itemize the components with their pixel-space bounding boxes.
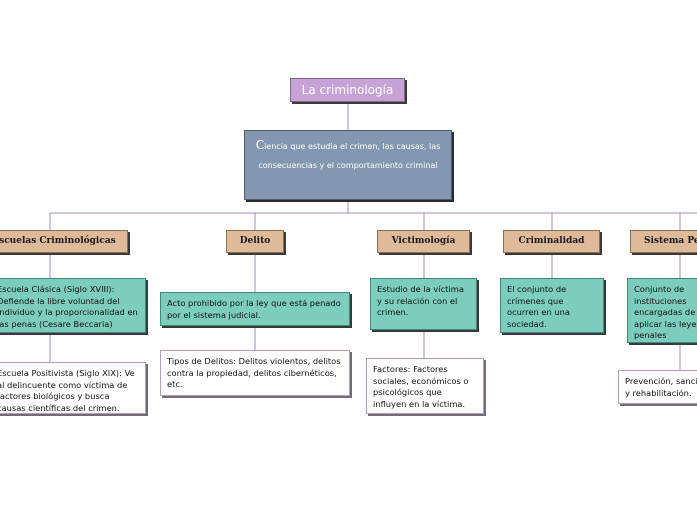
root-definition[interactable]: Ciencia que estudia el crimen, las causa… <box>244 130 452 200</box>
branch-sistema-penal[interactable]: Sistema Penal <box>630 230 697 253</box>
root-text: iencia que estudia el crimen, las causas… <box>258 142 441 170</box>
detail-sistema-penal[interactable]: Conjunto de instituciones encargadas de … <box>627 278 697 343</box>
central-title[interactable]: La criminología <box>290 78 405 102</box>
root-first-letter: C <box>255 138 265 152</box>
branch-escuelas[interactable]: Escuelas Criminológicas <box>0 230 128 253</box>
note-escuelas[interactable]: Escuela Positivista (Siglo XIX): Ve al d… <box>0 362 146 414</box>
branch-victimologia[interactable]: Victimología <box>377 230 470 253</box>
branch-delito[interactable]: Delito <box>226 230 284 253</box>
note-delito[interactable]: Tipos de Delitos: Delitos violentos, del… <box>160 350 350 396</box>
note-victimologia[interactable]: Factores: Factores sociales, económicos … <box>366 358 484 414</box>
note-sistema-penal[interactable]: Prevención, sanción y rehabilitación. <box>618 370 697 404</box>
detail-victimologia[interactable]: Estudio de la víctima y su relación con … <box>370 278 477 330</box>
branch-criminalidad[interactable]: Criminalidad <box>503 230 600 253</box>
detail-escuelas[interactable]: Escuela Clásica (Siglo XVIII): Defiende … <box>0 278 146 333</box>
detail-criminalidad[interactable]: El conjunto de crímenes que ocurren en u… <box>500 278 604 333</box>
detail-delito[interactable]: Acto prohibido por la ley que está penad… <box>160 292 350 326</box>
